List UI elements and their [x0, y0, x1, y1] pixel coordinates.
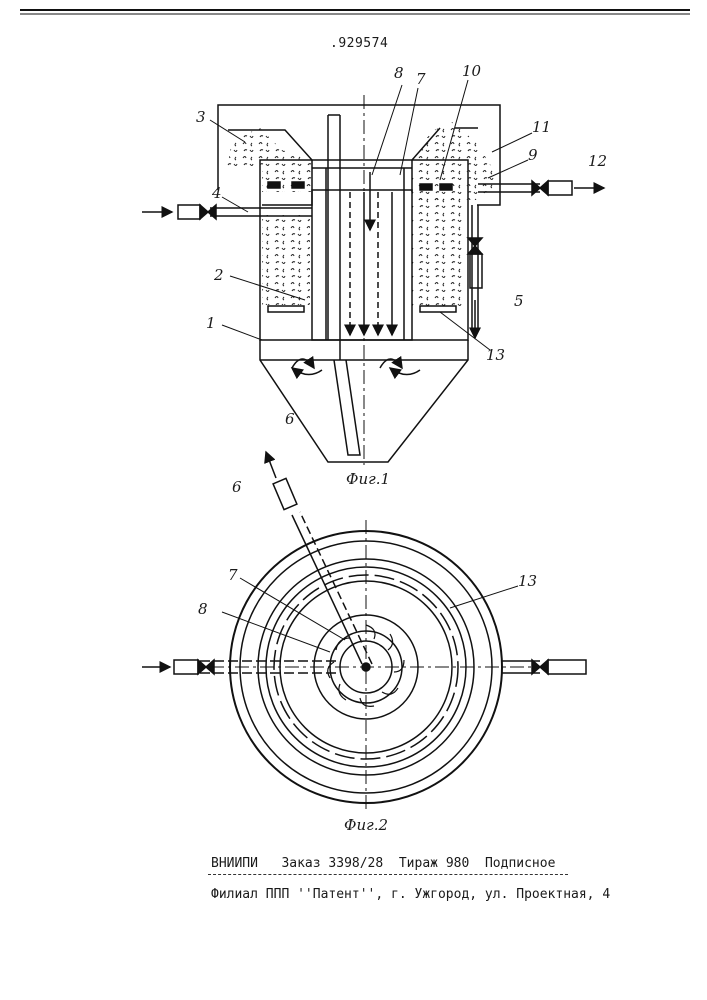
diag-arrow: [266, 452, 276, 478]
label-2: 2: [214, 266, 224, 284]
central-tube: [312, 190, 412, 340]
footer-subscription: Подписное: [485, 856, 555, 871]
leader-1: [222, 325, 262, 340]
fig2-label-6: 6: [232, 478, 242, 496]
label-1: 1: [206, 314, 216, 332]
leader-f2-13: [450, 586, 518, 608]
fig2-label-13: 13: [518, 572, 537, 590]
fig2-label-8: 8: [198, 600, 208, 618]
left-valve: [198, 660, 214, 674]
discharge-pipe-6: [334, 360, 360, 455]
leader-9: [488, 160, 528, 178]
pipe-5-valve: [468, 238, 482, 254]
label-8: 8: [394, 64, 404, 82]
label-13: 13: [486, 346, 505, 364]
right-connector: [548, 660, 586, 674]
inlet-valve: [200, 205, 216, 219]
label-12: 12: [588, 152, 607, 170]
figure-2-caption: Фиг.2: [344, 816, 388, 834]
rod-13-left: [268, 306, 304, 312]
inlet-connector: [178, 205, 200, 219]
right-valve: [532, 660, 548, 674]
leader-11: [492, 133, 532, 152]
center-pipe: [362, 663, 370, 671]
swirl-arrow-4: [390, 368, 420, 375]
label-10: 10: [462, 62, 481, 80]
footer-circulation: Тираж 980: [399, 856, 469, 871]
leader-4: [222, 197, 248, 212]
footer-dashed-divider: [208, 874, 568, 875]
outlet-connector: [548, 181, 572, 195]
leader-f2-8: [222, 612, 330, 652]
plate-left-2: [292, 182, 304, 188]
footer-branch-address: Филиал ППП ''Патент'', г. Ужгород, ул. П…: [211, 887, 610, 902]
label-4: 4: [212, 184, 222, 202]
rod-13-right: [420, 306, 456, 312]
label-3: 3: [196, 108, 206, 126]
granular-bed-left: [262, 215, 310, 305]
footer-imprint-line: ВНИИПИ Заказ 3398/28 Тираж 980 Подписное: [211, 856, 555, 871]
granular-bed-right: [412, 198, 466, 306]
diag-connector: [273, 478, 297, 509]
label-9: 9: [528, 146, 538, 164]
leader-13: [440, 312, 490, 350]
leader-3: [210, 120, 245, 142]
label-7: 7: [416, 70, 426, 88]
footer-org: ВНИИПИ: [211, 856, 258, 871]
swirl-arrow-3: [292, 368, 322, 375]
fig2-label-7: 7: [228, 566, 238, 584]
plate-right-1: [420, 184, 432, 190]
label-11: 11: [532, 118, 551, 136]
plate-left-1: [268, 182, 280, 188]
plate-right-2: [440, 184, 452, 190]
label-5: 5: [514, 292, 524, 310]
footer-order: Заказ 3398/28: [281, 856, 383, 871]
label-6: 6: [285, 410, 295, 428]
outlet-valve: [532, 181, 548, 195]
figure-2: [142, 452, 586, 810]
leader-8: [372, 85, 402, 175]
figure-1: [142, 80, 604, 465]
left-connector: [174, 660, 198, 674]
figure-1-caption: Фиг.1: [346, 470, 390, 488]
